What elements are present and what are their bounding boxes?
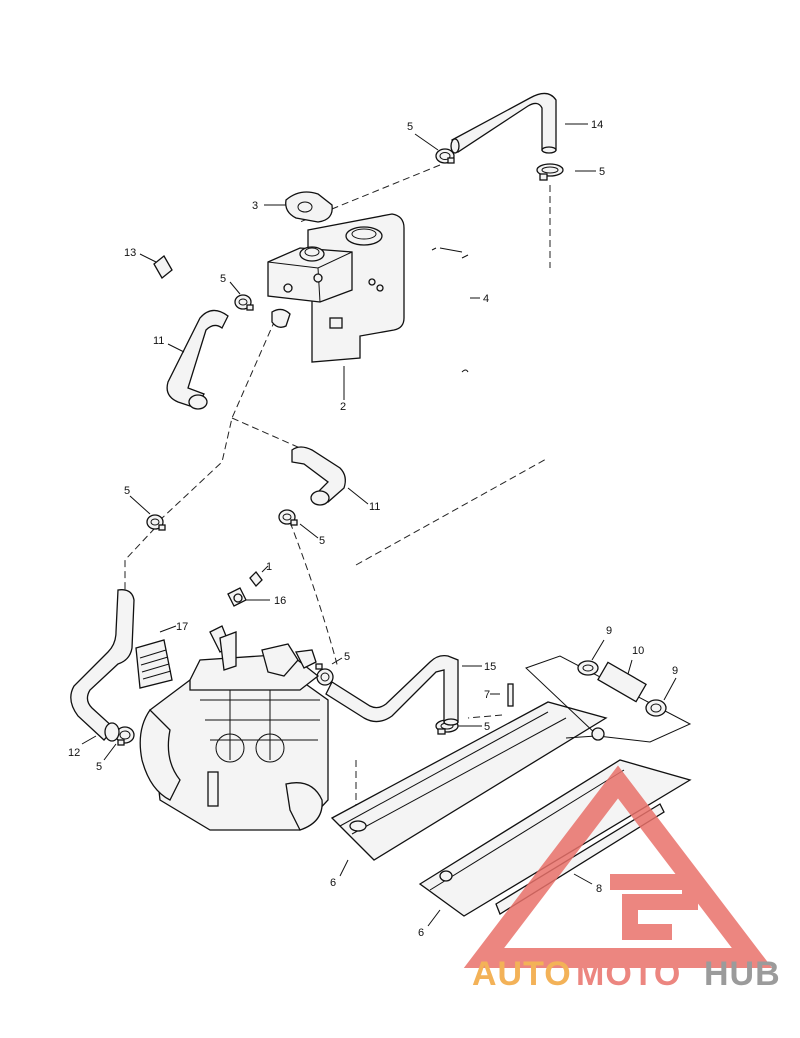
bracket-10 xyxy=(525,655,692,743)
callout-13: 13 xyxy=(124,247,136,259)
callout-5: 5 xyxy=(96,761,102,773)
callout-4: 4 xyxy=(483,293,489,305)
callout-7: 7 xyxy=(484,689,490,701)
callout-5: 5 xyxy=(484,721,490,733)
callout-8: 8 xyxy=(596,883,602,895)
clamp-5-b xyxy=(536,163,564,181)
callout-11: 11 xyxy=(153,335,164,347)
callout-6: 6 xyxy=(418,927,424,939)
callout-5: 5 xyxy=(319,535,325,547)
fitting-13 xyxy=(153,255,173,279)
hose-17-corrugated xyxy=(135,639,173,689)
callout-1: 1 xyxy=(266,561,272,573)
callout-10: 10 xyxy=(632,645,644,657)
cap-3 xyxy=(285,191,333,223)
coolant-reservoir-2 xyxy=(267,213,405,363)
callout-9: 9 xyxy=(672,665,678,677)
callout-5: 5 xyxy=(344,651,350,663)
leader-lines xyxy=(81,123,677,927)
bracket-4 xyxy=(431,247,469,373)
automotohub-watermark: AUTO MOTO HUB xyxy=(463,765,781,993)
clamp-5-a xyxy=(435,148,455,164)
callout-labels: 14 5 5 3 13 5 4 11 2 11 5 5 1 16 17 5 15… xyxy=(68,119,678,939)
watermark-hub: HUB xyxy=(704,955,781,993)
clamp-5-c xyxy=(234,294,254,311)
callout-6: 6 xyxy=(330,877,336,889)
callout-5: 5 xyxy=(220,273,226,285)
callout-12: 12 xyxy=(68,747,80,759)
hose-14 xyxy=(450,92,557,154)
hose-11-upper xyxy=(166,309,229,410)
callout-9: 9 xyxy=(606,625,612,637)
sensor-1 xyxy=(249,571,263,587)
clamp-5-f xyxy=(315,663,334,686)
callout-14: 14 xyxy=(591,119,603,131)
clamp-9-b xyxy=(645,699,667,717)
callout-5: 5 xyxy=(407,121,413,133)
engine-block xyxy=(139,625,329,831)
callout-5: 5 xyxy=(599,166,605,178)
callout-5: 5 xyxy=(124,485,130,497)
fitting-7 xyxy=(507,683,514,707)
callout-16: 16 xyxy=(274,595,286,607)
callout-2: 2 xyxy=(340,401,346,413)
callout-15: 15 xyxy=(484,661,496,673)
clamp-5-e xyxy=(278,509,298,526)
hose-11-lower xyxy=(291,446,346,506)
watermark-triangle-logo xyxy=(463,765,773,968)
watermark-auto: AUTO xyxy=(472,955,572,993)
clamp-5-d xyxy=(146,514,166,531)
fitting-16 xyxy=(227,587,247,607)
clamp-9-a xyxy=(577,660,599,676)
callout-17: 17 xyxy=(176,621,188,633)
callout-11: 11 xyxy=(369,501,380,513)
watermark-moto: MOTO xyxy=(576,955,681,993)
callout-3: 3 xyxy=(252,200,258,212)
hose-12 xyxy=(70,589,135,742)
hose-15 xyxy=(325,654,459,726)
